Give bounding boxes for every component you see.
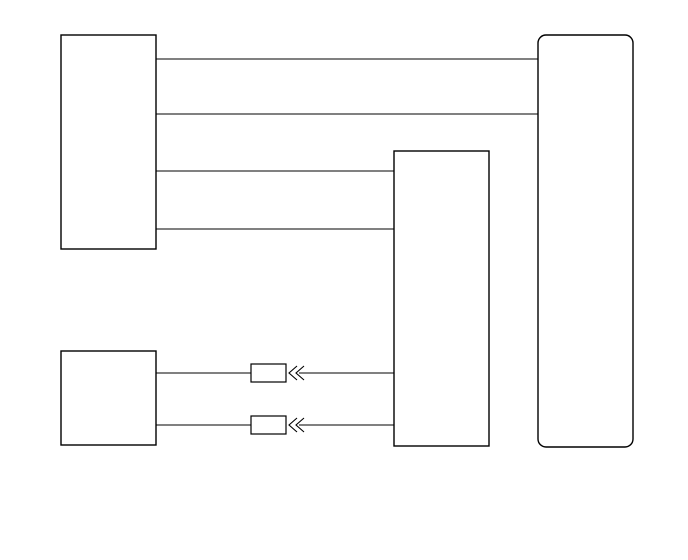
connector-chevron-2a (288, 417, 298, 433)
block-b (60, 350, 157, 446)
connector-chevron-1a (288, 365, 298, 381)
connector-wire-2 (156, 415, 394, 435)
block-c (393, 150, 490, 447)
connector-chevron-2b (295, 417, 305, 433)
connector-plug-1 (250, 363, 287, 383)
connector-wire-1 (156, 363, 394, 383)
block-a (60, 34, 157, 250)
connector-chevron-1b (295, 365, 305, 381)
connector-plug-2 (250, 415, 287, 435)
block-d (537, 34, 634, 448)
